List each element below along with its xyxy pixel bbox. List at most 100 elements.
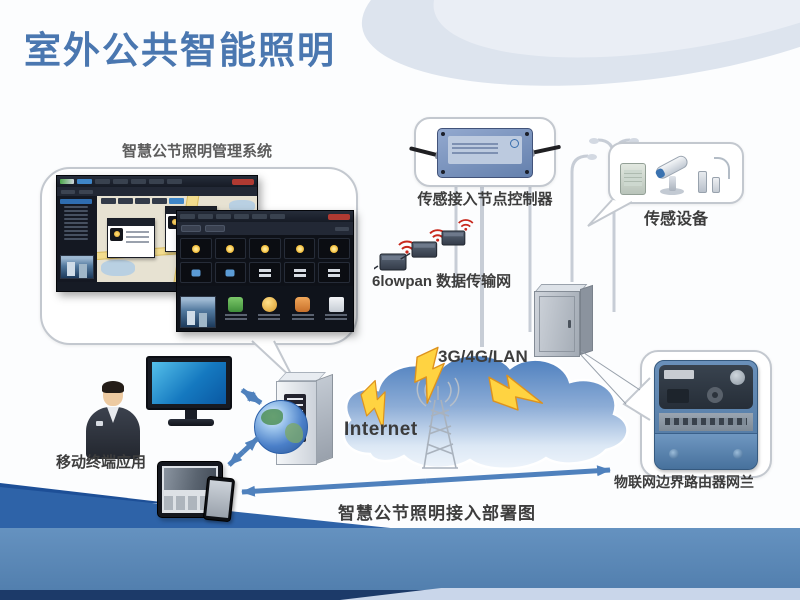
radio-tower-icon <box>422 386 458 469</box>
wall-unit <box>712 177 720 193</box>
dashboard-window-devices <box>176 210 354 332</box>
label-text-line <box>452 142 499 145</box>
nav-tab <box>95 179 110 184</box>
summary-row <box>177 286 353 331</box>
person-head <box>102 381 124 406</box>
person-body <box>86 407 140 459</box>
popup-text-line <box>126 236 150 238</box>
wifi-router <box>374 219 474 271</box>
smartphone-device <box>202 475 236 523</box>
summary-icon-group <box>291 297 314 320</box>
coin-icon <box>261 297 277 312</box>
sensor-devices-group <box>620 151 734 195</box>
energy-icon <box>228 297 244 312</box>
desktop-monitor <box>146 356 236 426</box>
label-sensor-node-controller: 传感接入节点控制器 <box>417 191 553 208</box>
camera-lens <box>654 167 666 180</box>
router-top-panel <box>659 365 753 409</box>
screw <box>525 170 529 174</box>
summary-text-line <box>325 314 348 316</box>
dashboard-titlebar <box>57 176 257 187</box>
device-tile-sensor <box>214 262 247 283</box>
map-water <box>101 260 135 276</box>
tree-item <box>64 238 88 240</box>
toolbar-chip <box>335 226 349 231</box>
sensor-camera-device <box>652 153 692 195</box>
camera-base <box>660 188 684 195</box>
arrow-tablet-server <box>241 436 260 454</box>
cable <box>714 157 730 179</box>
cloud-shape <box>342 353 629 470</box>
summary-text-line <box>291 318 314 320</box>
device-label-plate <box>664 370 694 379</box>
label-text-line <box>452 147 499 149</box>
nav-tab <box>180 214 195 219</box>
label-management-system: 智慧公节照明管理系统 <box>122 143 273 160</box>
tree-item <box>64 214 88 216</box>
tree-item <box>64 234 88 236</box>
phone-screen <box>206 479 232 519</box>
nav-tab <box>216 214 231 219</box>
summary-text-line <box>325 318 348 320</box>
server-side <box>316 373 333 465</box>
screw <box>525 132 529 136</box>
screw <box>441 132 445 136</box>
summary-text-line <box>291 314 314 316</box>
nav-tab <box>149 179 164 184</box>
footer-strip-highlight <box>340 588 800 600</box>
nav-tab <box>234 214 249 219</box>
map-toolbar-button <box>101 198 116 204</box>
sensor-wall-units <box>698 157 730 195</box>
screw <box>733 449 743 459</box>
filter-bar <box>177 222 353 235</box>
label-sensor-devices: 传感设备 <box>643 211 708 228</box>
device-tile-grid <box>177 235 353 286</box>
cabinet-side <box>580 284 593 356</box>
label-lowpan-network: 6lowpan 数据传输网 <box>372 273 512 290</box>
toolbar-chip <box>79 189 93 194</box>
tree-item <box>64 230 88 232</box>
router-cover <box>655 433 757 469</box>
dashboard-toolbar <box>57 187 257 196</box>
monitor-bezel <box>146 356 232 410</box>
tree-item <box>64 218 88 220</box>
map-search-button <box>169 198 184 204</box>
nav-tab <box>198 214 213 219</box>
signal-waves-icon <box>416 377 460 407</box>
tree-item <box>64 206 88 208</box>
controller-enclosure <box>437 128 533 178</box>
slide-caption: 智慧公节照明接入部署图 <box>338 504 536 523</box>
cabinet-door <box>534 291 580 357</box>
arrow-terminal-router <box>425 465 611 484</box>
device-tile-bulb <box>249 238 281 259</box>
sensor-box-device <box>620 163 646 195</box>
device-tile-bulb <box>318 238 350 259</box>
popup-body <box>108 226 154 257</box>
summary-icon-group <box>224 297 247 320</box>
controller-label-plate <box>448 136 522 164</box>
toolbar-chip <box>61 189 75 194</box>
popup-text-line <box>126 241 150 243</box>
filter-button <box>181 225 201 232</box>
camera-post <box>669 176 676 191</box>
nav-tab <box>131 179 146 184</box>
tree-item <box>64 226 88 228</box>
summary-text-line <box>224 318 247 320</box>
terminal-strip <box>659 413 753 431</box>
nav-tab-active <box>77 179 92 184</box>
monitor-neck <box>185 410 197 419</box>
device-tile-bulb <box>214 238 247 259</box>
palette-icon <box>295 297 311 312</box>
label-mobile-app: 移动终端应用 <box>56 454 147 471</box>
tree-item <box>64 222 88 224</box>
label-internet: Internet <box>344 419 418 440</box>
map-water <box>229 200 255 212</box>
alarm-badge <box>232 178 254 185</box>
nav-tab <box>270 214 285 219</box>
sensor-node-controller-device <box>408 128 562 178</box>
dashboard-titlebar <box>177 211 353 222</box>
control-cabinet <box>534 283 596 361</box>
screw <box>669 449 679 459</box>
map-toolbar-button <box>118 198 133 204</box>
